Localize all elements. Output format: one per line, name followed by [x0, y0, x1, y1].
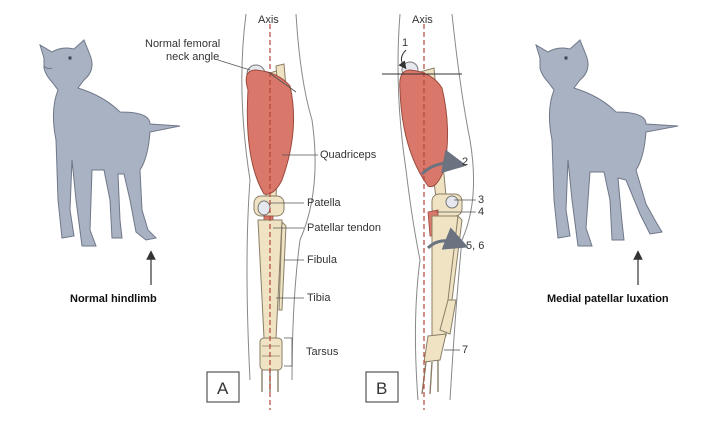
label-number-4: 4 — [478, 206, 484, 218]
label-quadriceps: Quadriceps — [320, 149, 377, 161]
label-fibula: Fibula — [307, 254, 338, 266]
femoral-neck-angle-line — [267, 71, 297, 93]
axis-label-b: Axis — [412, 14, 433, 26]
label-patella: Patella — [307, 197, 342, 209]
tarsus-bracket — [284, 337, 293, 367]
patella-a — [257, 200, 271, 216]
patella-b — [445, 195, 459, 209]
label-number-56: 5, 6 — [466, 240, 484, 252]
panel-b-letter: B — [376, 379, 387, 398]
rotation-arrow-2 — [420, 149, 467, 176]
label-femoral-neck-1: Normal femoral — [145, 38, 220, 50]
label-number-1: 1 — [402, 37, 408, 49]
dog-right-illustration — [535, 39, 679, 247]
rotation-arrow-56 — [426, 227, 469, 250]
caption-medial-patellar-luxation: Medial patellar luxation — [547, 293, 669, 305]
panel-a-limb — [241, 13, 316, 410]
label-patellar-tendon: Patellar tendon — [307, 222, 381, 234]
panel-b-box — [365, 371, 399, 403]
dog-left-illustration — [39, 39, 181, 247]
panel-b-limb — [382, 13, 475, 410]
label-number-2: 2 — [462, 156, 468, 168]
label-tarsus: Tarsus — [306, 346, 339, 358]
label-number-7: 7 — [462, 344, 468, 356]
panel-a-letter: A — [217, 379, 229, 398]
label-number-3: 3 — [478, 194, 484, 206]
label-femoral-neck-2: neck angle — [166, 51, 219, 63]
caption-normal-hindlimb: Normal hindlimb — [70, 293, 157, 305]
panel-a-box — [206, 371, 240, 403]
axis-label-a: Axis — [258, 14, 279, 26]
arrow-1 — [398, 49, 407, 70]
label-tibia: Tibia — [307, 292, 331, 304]
